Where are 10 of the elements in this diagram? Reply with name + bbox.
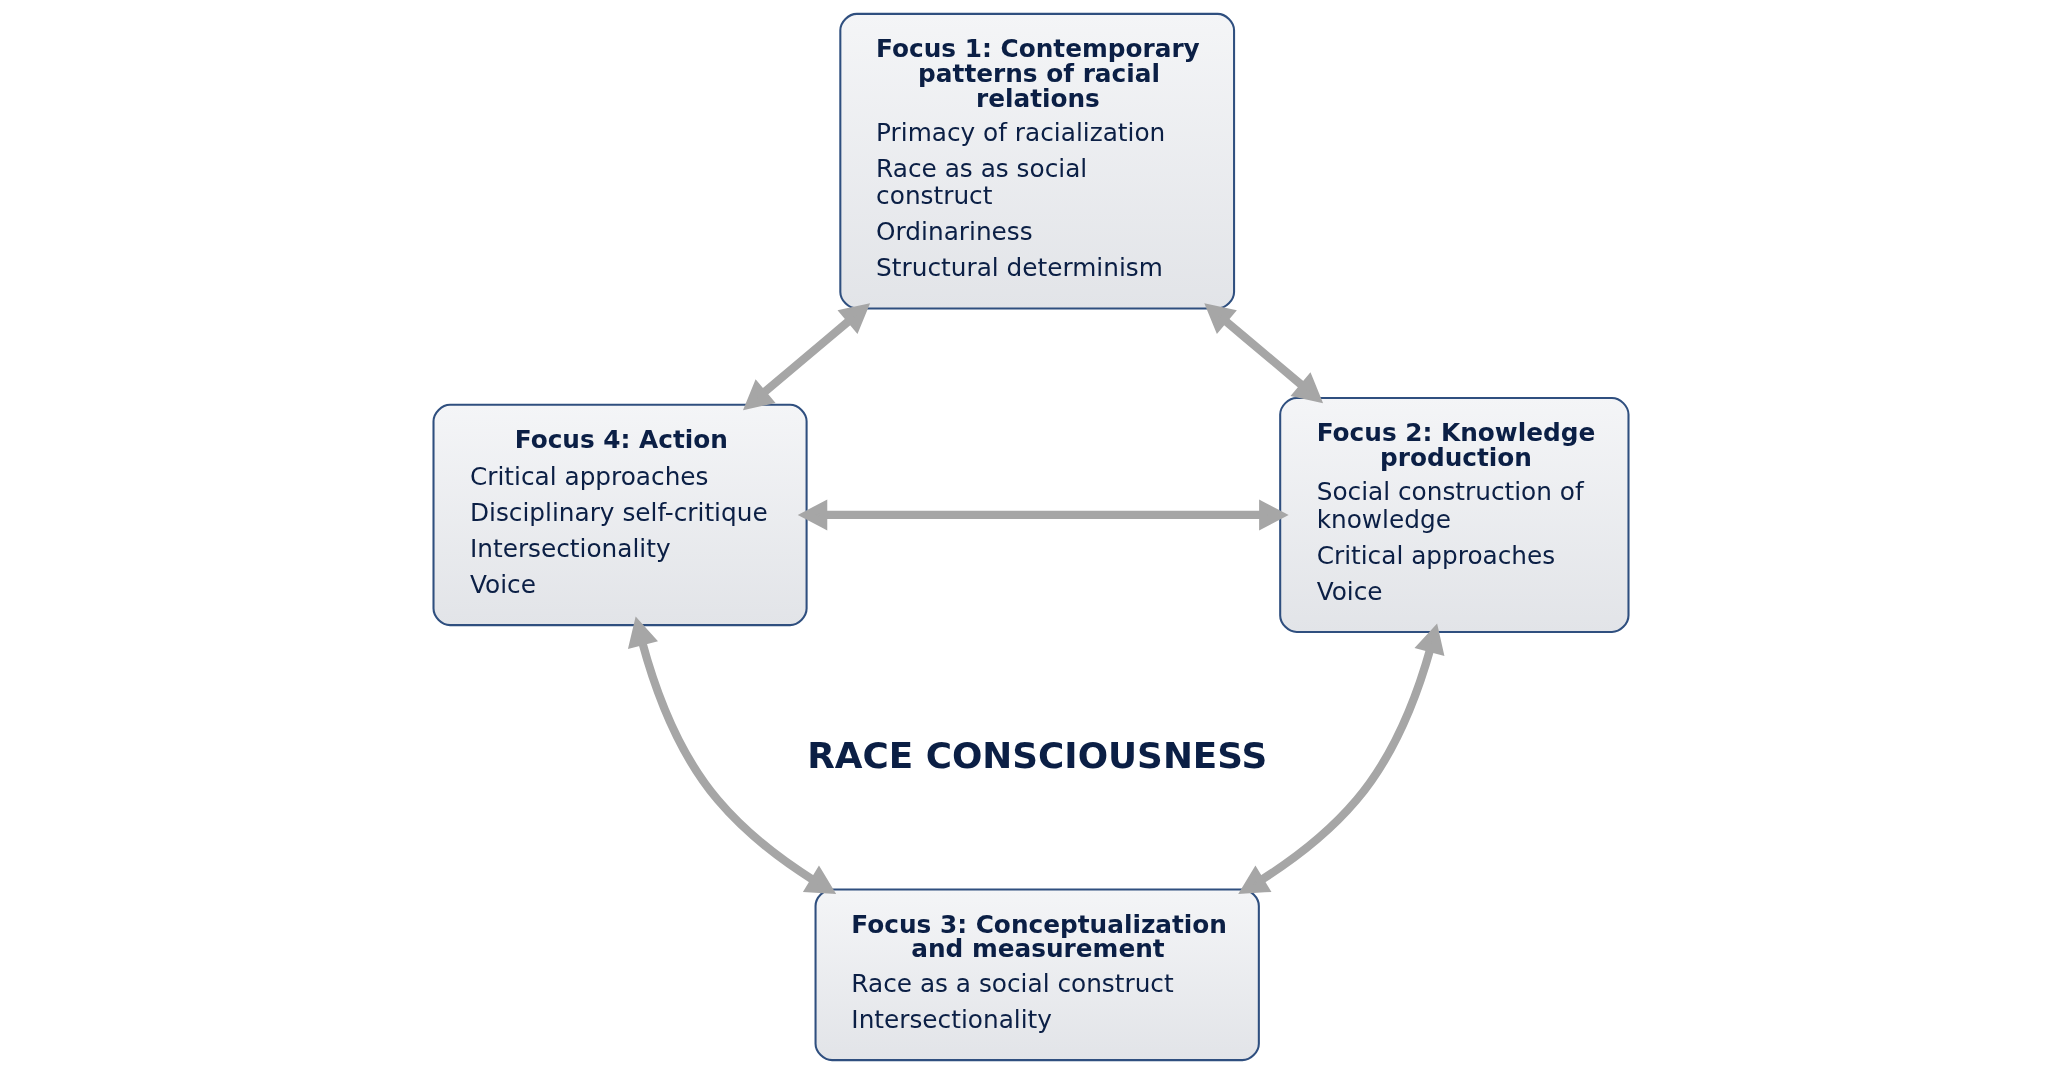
arrow: [1203, 303, 1323, 404]
node-box: Focus 2: Knowledge production Social construction of knowledge Critical approaches Voice: [1278, 396, 1630, 634]
node-box: Focus 3: Conceptualization and measurement Race as a social construct Intersectionality: [814, 888, 1260, 1062]
arrow: [1237, 623, 1444, 894]
arrow: [627, 616, 836, 894]
arrow: [742, 303, 870, 411]
node-box: Focus 1: Contemporary patterns of racial relations Primacy of racialization Race as as social construct Ordinariness Structural determinism: [838, 12, 1235, 310]
label: RACE CONSCIOUSNESS: [806, 735, 1267, 777]
node-box: Focus 4: Action Critical approaches Disciplinary self-critique Intersectionality Voice: [431, 403, 808, 627]
arrow: [797, 499, 1289, 531]
